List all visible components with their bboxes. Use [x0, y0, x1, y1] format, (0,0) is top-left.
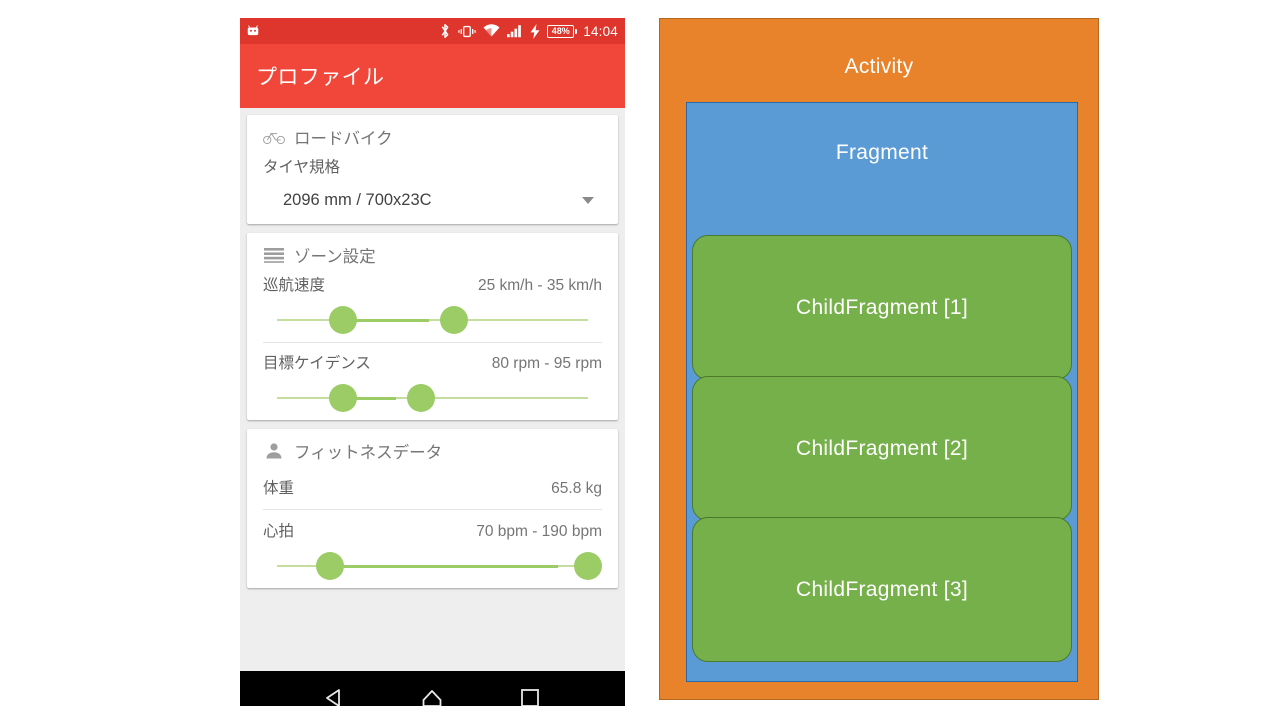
activity-label: Activity [844, 55, 914, 78]
child-fragment-box-3: ChildFragment [3] [692, 517, 1072, 662]
list-lines-icon [263, 244, 285, 266]
slider-thumb-high[interactable] [574, 552, 602, 580]
slider-thumb-high[interactable] [440, 306, 468, 334]
heart-rate-value: 70 bpm - 190 bpm [476, 523, 602, 540]
card-title-road-bike: ロードバイク [294, 130, 393, 148]
tire-spec-value: 2096 mm / 700x23C [283, 191, 432, 209]
home-button[interactable] [407, 675, 457, 706]
cruise-speed-label: 巡航速度 [263, 277, 326, 294]
card-zone-settings: ゾーン設定 巡航速度 25 km/h - 35 km/h 目標ケイデンス 80 … [247, 233, 618, 420]
card-title-fitness-data: フィットネスデータ [294, 444, 443, 462]
status-bar: 48% 14:04 [240, 18, 625, 44]
slider-fill [344, 396, 396, 400]
slider-track [277, 319, 588, 321]
weight-value: 65.8 kg [551, 480, 602, 497]
android-robot-icon [246, 24, 260, 38]
card-road-bike: ロードバイク タイヤ規格 2096 mm / 700x23C [247, 115, 618, 224]
row-divider [263, 342, 602, 343]
status-bar-right: 48% 14:04 [439, 23, 618, 39]
recents-square-icon [519, 687, 541, 706]
cruise-speed-range-slider[interactable] [265, 298, 600, 342]
weight-row: 体重 65.8 kg [263, 467, 602, 509]
slider-thumb-high[interactable] [407, 384, 435, 412]
person-icon [263, 440, 285, 462]
target-cadence-row: 目標ケイデンス 80 rpm - 95 rpm [263, 343, 602, 376]
recents-button[interactable] [505, 675, 555, 706]
slider-thumb-low[interactable] [329, 306, 357, 334]
slider-thumb-low[interactable] [316, 552, 344, 580]
fragment-box: Fragment ChildFragment [1] ChildFragment… [686, 102, 1078, 682]
child-fragment-box-1: ChildFragment [1] [692, 235, 1072, 380]
chevron-down-icon [582, 197, 594, 204]
heart-rate-row: 心拍 70 bpm - 190 bpm [263, 510, 602, 544]
target-cadence-range-slider[interactable] [265, 376, 600, 420]
child-fragment-box-2: ChildFragment [2] [692, 376, 1072, 521]
fragment-label: Fragment [835, 141, 929, 164]
slider-thumb-low[interactable] [329, 384, 357, 412]
status-bar-clock: 14:04 [583, 23, 618, 39]
heart-rate-label: 心拍 [263, 523, 295, 540]
row-divider [263, 509, 602, 510]
tire-spec-label: タイヤ規格 [263, 159, 341, 176]
home-icon [420, 686, 444, 706]
tire-spec-label-row: タイヤ規格 [263, 153, 602, 180]
vibrate-icon [458, 24, 476, 39]
charging-bolt-icon [530, 23, 540, 39]
app-bar: プロファイル [240, 44, 625, 108]
card-title-zone-settings: ゾーン設定 [294, 248, 376, 266]
cruise-speed-row: 巡航速度 25 km/h - 35 km/h [263, 271, 602, 298]
android-phone-screenshot: 48% 14:04 プロファイル [240, 18, 625, 706]
card-fitness-data: フィットネスデータ 体重 65.8 kg 心拍 70 bpm - 190 bpm [247, 429, 618, 588]
page-title: プロファイル [256, 66, 385, 89]
system-navigation-bar [240, 671, 625, 706]
bluetooth-icon [439, 23, 451, 39]
wifi-icon [483, 24, 500, 38]
back-button[interactable] [310, 675, 360, 706]
slider-fill [331, 564, 558, 568]
cruise-speed-value: 25 km/h - 35 km/h [477, 277, 602, 294]
card-header-fitness-data: フィットネスデータ [263, 429, 602, 467]
weight-label: 体重 [263, 480, 295, 497]
heart-rate-range-slider[interactable] [265, 544, 602, 588]
battery-indicator: 48% [547, 24, 577, 38]
status-bar-left [246, 24, 439, 38]
bicycle-icon [263, 126, 285, 148]
target-cadence-value: 80 rpm - 95 rpm [491, 355, 602, 372]
slider-fill [344, 318, 429, 322]
card-header-zone-settings: ゾーン設定 [263, 233, 602, 271]
activity-fragment-diagram: Activity Fragment ChildFragment [1] Chil… [659, 18, 1099, 700]
target-cadence-label: 目標ケイデンス [263, 355, 371, 372]
back-triangle-icon [323, 686, 347, 706]
scroll-content[interactable]: ロードバイク タイヤ規格 2096 mm / 700x23C [240, 108, 625, 671]
card-header-road-bike: ロードバイク [263, 115, 602, 153]
tire-spec-spinner[interactable]: 2096 mm / 700x23C [263, 180, 602, 224]
signal-icon [507, 24, 523, 38]
